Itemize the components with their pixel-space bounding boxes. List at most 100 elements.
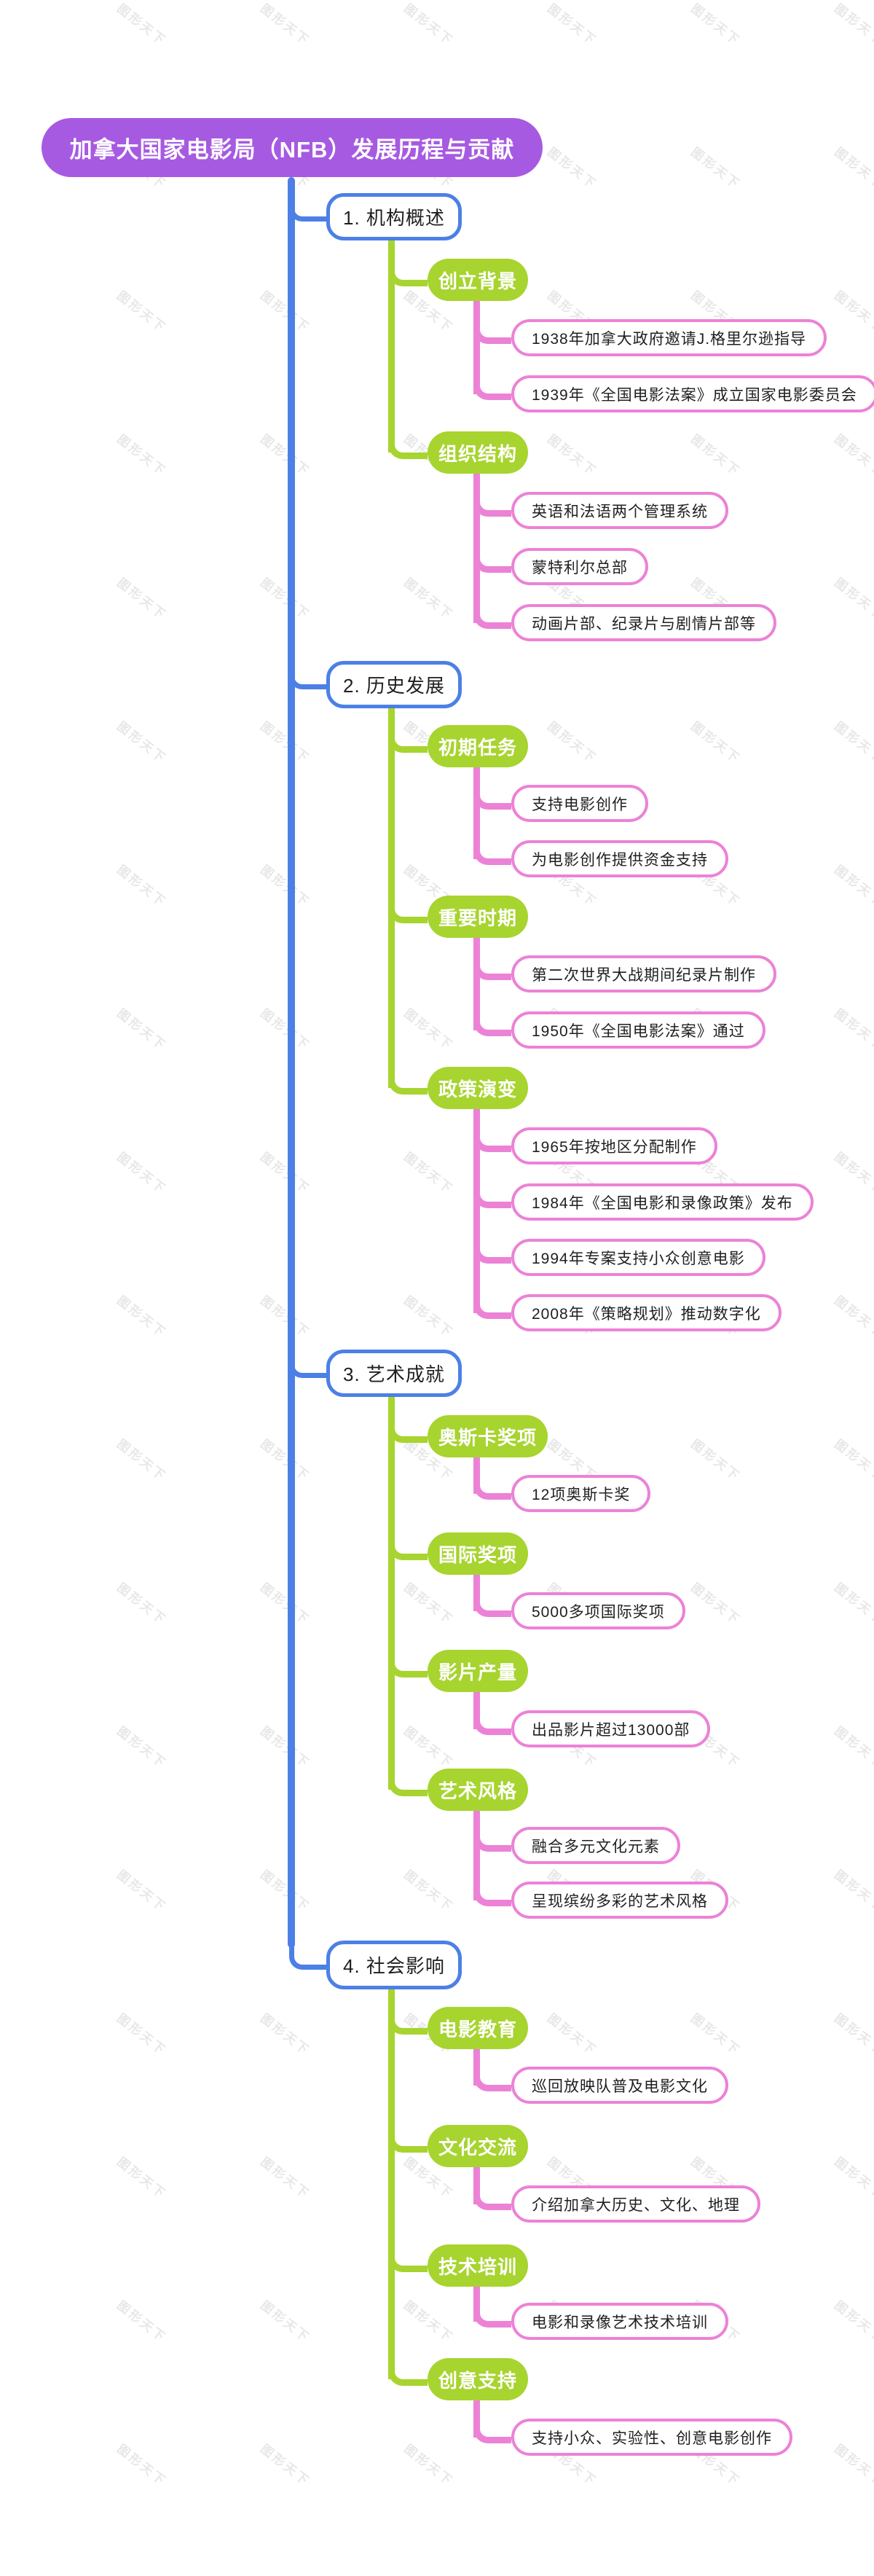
leaf-node[interactable]: 出品影片超过13000部 — [511, 1710, 711, 1747]
section-1-spine — [388, 240, 395, 453]
watermark-text: 图形天下 — [258, 288, 312, 336]
leaf-elbow — [473, 1591, 511, 1617]
watermark-text: 图形天下 — [545, 719, 599, 767]
watermark-text: 图形天下 — [832, 1149, 874, 1197]
watermark-text: 图形天下 — [258, 1, 312, 49]
leaf-elbow — [473, 2184, 511, 2210]
watermark-text: 图形天下 — [688, 144, 743, 192]
topic-elbow — [388, 1068, 428, 1095]
watermark-text: 图形天下 — [688, 2011, 743, 2059]
leaf-node[interactable]: 1938年加拿大政府邀请J.格里尔逊指导 — [511, 319, 827, 356]
leaf-elbow — [473, 1182, 511, 1208]
leaf-elbow — [473, 1293, 511, 1319]
topic-node[interactable]: 奥斯卡奖项 — [428, 1415, 548, 1457]
trunk-line — [288, 177, 295, 1948]
topic-node[interactable]: 创立背景 — [428, 259, 529, 301]
watermark-text: 图形天下 — [832, 2441, 874, 2489]
section-node-2[interactable]: 2. 历史发展 — [326, 661, 462, 708]
watermark-text: 图形天下 — [114, 2154, 169, 2202]
section-node-1[interactable]: 1. 机构概述 — [326, 193, 462, 240]
watermark-text: 图形天下 — [832, 288, 874, 336]
topic-node[interactable]: 电影教育 — [428, 2007, 529, 2049]
topic-node[interactable]: 技术培训 — [428, 2244, 529, 2287]
topic-node[interactable]: 重要时期 — [428, 896, 529, 938]
watermark-text: 图形天下 — [688, 1, 743, 49]
watermark-text: 图形天下 — [258, 1580, 312, 1628]
section-node-3[interactable]: 3. 艺术成就 — [326, 1350, 462, 1397]
leaf-node[interactable]: 1939年《全国电影法案》成立国家电影委员会 — [511, 375, 874, 412]
leaf-node[interactable]: 5000多项国际奖项 — [511, 1592, 685, 1629]
watermark-text: 图形天下 — [545, 2011, 599, 2059]
watermark-text: 图形天下 — [832, 431, 874, 479]
watermark-text: 图形天下 — [401, 1580, 456, 1628]
leaf-elbow — [473, 1237, 511, 1264]
watermark-text: 图形天下 — [258, 2441, 312, 2489]
leaf-elbow — [473, 490, 511, 517]
watermark-text: 图形天下 — [114, 2441, 169, 2489]
topic-node[interactable]: 影片产量 — [428, 1650, 529, 1692]
watermark-text: 图形天下 — [832, 2154, 874, 2202]
topic-node[interactable]: 文化交流 — [428, 2125, 529, 2167]
leaf-node[interactable]: 电影和录像艺术技术培训 — [511, 2303, 728, 2340]
leaf-elbow — [473, 1825, 511, 1852]
leaf-node[interactable]: 呈现缤纷多彩的艺术风格 — [511, 1882, 728, 1919]
topic-node[interactable]: 国际奖项 — [428, 1532, 529, 1575]
root-node[interactable]: 加拿大国家电影局（NFB）发展历程与贡献 — [42, 118, 543, 177]
leaf-node[interactable]: 巡回放映队普及电影文化 — [511, 2067, 728, 2104]
topic-spine — [473, 767, 480, 859]
topic-node[interactable]: 组织结构 — [428, 431, 529, 474]
leaf-node[interactable]: 12项奥斯卡奖 — [511, 1475, 651, 1512]
watermark-text: 图形天下 — [258, 431, 312, 479]
topic-spine — [473, 301, 480, 394]
section-node-4[interactable]: 4. 社会影响 — [326, 1941, 462, 1989]
watermark-text: 图形天下 — [832, 1436, 874, 1484]
watermark-text: 图形天下 — [258, 2298, 312, 2346]
watermark-text: 图形天下 — [258, 2011, 312, 2059]
leaf-elbow — [473, 1010, 511, 1036]
watermark-text: 图形天下 — [258, 2154, 312, 2202]
watermark-text: 图形天下 — [258, 1293, 312, 1341]
watermark-text: 图形天下 — [688, 1580, 743, 1628]
watermark-text: 图形天下 — [832, 2011, 874, 2059]
topic-node[interactable]: 政策演变 — [428, 1067, 529, 1109]
watermark-text: 图形天下 — [545, 1, 599, 49]
watermark-text: 图形天下 — [258, 1149, 312, 1197]
leaf-node[interactable]: 1950年《全国电影法案》通过 — [511, 1011, 765, 1049]
leaf-node[interactable]: 支持小众、实验性、创意电影创作 — [511, 2419, 792, 2456]
leaf-node[interactable]: 蒙特利尔总部 — [511, 548, 648, 585]
watermark-text: 图形天下 — [832, 2298, 874, 2346]
watermark-text: 图形天下 — [114, 288, 169, 336]
leaf-elbow — [473, 1473, 511, 1500]
watermark-text: 图形天下 — [258, 1436, 312, 1484]
watermark-text: 图形天下 — [832, 1867, 874, 1915]
leaf-node[interactable]: 2008年《策略规划》推动数字化 — [511, 1294, 782, 1331]
branch-elbow-section-1 — [289, 197, 326, 222]
watermark-text: 图形天下 — [401, 575, 456, 623]
leaf-node[interactable]: 介绍加拿大历史、文化、地理 — [511, 2185, 760, 2223]
leaf-node[interactable]: 英语和法语两个管理系统 — [511, 492, 728, 529]
topic-node[interactable]: 初期任务 — [428, 725, 529, 767]
leaf-elbow — [473, 2417, 511, 2443]
topic-node[interactable]: 艺术风格 — [428, 1769, 529, 1811]
leaf-node[interactable]: 第二次世界大战期间纪录片制作 — [511, 955, 776, 993]
watermark-text: 图形天下 — [114, 431, 169, 479]
leaf-node[interactable]: 1965年按地区分配制作 — [511, 1127, 717, 1164]
leaf-elbow — [473, 1126, 511, 1152]
watermark-text: 图形天下 — [401, 1723, 456, 1772]
leaf-node[interactable]: 支持电影创作 — [511, 785, 648, 822]
leaf-node[interactable]: 动画片部、纪录片与剧情片部等 — [511, 604, 776, 641]
watermark-text: 图形天下 — [114, 862, 169, 910]
watermark-text: 图形天下 — [114, 2298, 169, 2346]
topic-spine — [473, 938, 480, 1030]
topic-elbow — [388, 2360, 428, 2386]
watermark-text: 图形天下 — [832, 1723, 874, 1772]
topic-elbow — [388, 260, 428, 286]
watermark-text: 图形天下 — [258, 575, 312, 623]
topic-node[interactable]: 创意支持 — [428, 2358, 529, 2400]
leaf-node[interactable]: 为电影创作提供资金支持 — [511, 840, 728, 877]
watermark-text: 图形天下 — [832, 862, 874, 910]
leaf-node[interactable]: 融合多元文化元素 — [511, 1827, 680, 1864]
leaf-node[interactable]: 1984年《全国电影和录像政策》发布 — [511, 1183, 814, 1221]
leaf-node[interactable]: 1994年专案支持小众创意电影 — [511, 1239, 765, 1276]
